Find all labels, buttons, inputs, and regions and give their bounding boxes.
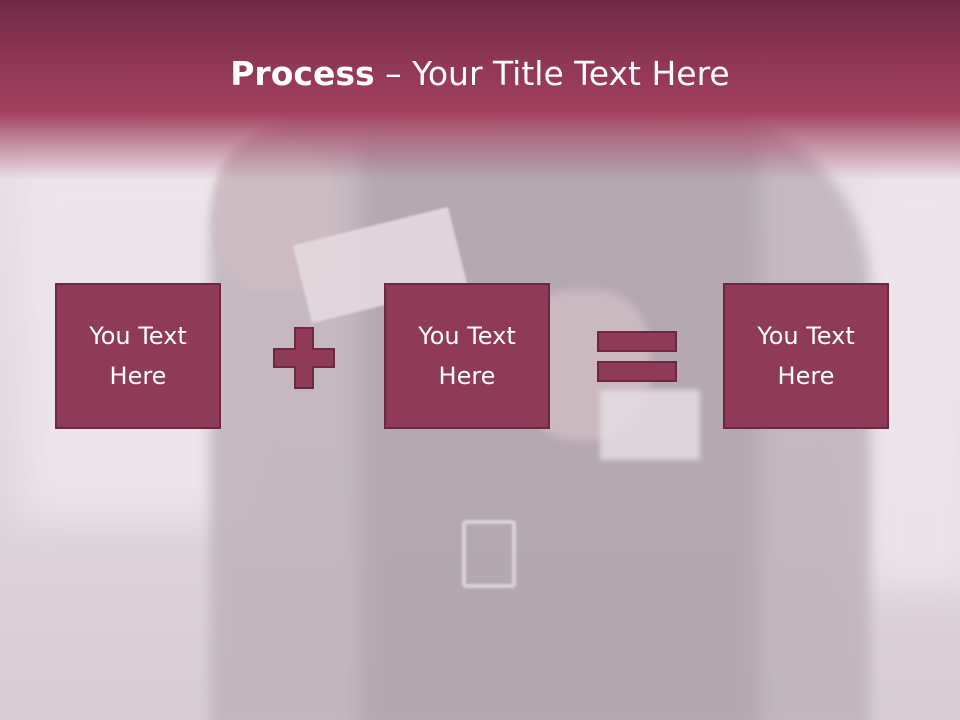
process-box-3-text: You Text Here	[757, 322, 855, 390]
process-box-1-text: You Text Here	[89, 322, 187, 390]
equals-icon	[597, 331, 677, 382]
slide-title: Process – Your Title Text Here	[0, 52, 960, 96]
process-box-3: You Text Here	[723, 283, 889, 429]
process-box-1: You Text Here	[55, 283, 221, 429]
process-box-2-text: You Text Here	[418, 322, 516, 390]
title-bold: Process	[230, 54, 375, 93]
title-banner	[0, 0, 960, 180]
plus-icon	[273, 327, 335, 389]
process-box-2: You Text Here	[384, 283, 550, 429]
title-rest: – Your Title Text Here	[374, 54, 730, 93]
